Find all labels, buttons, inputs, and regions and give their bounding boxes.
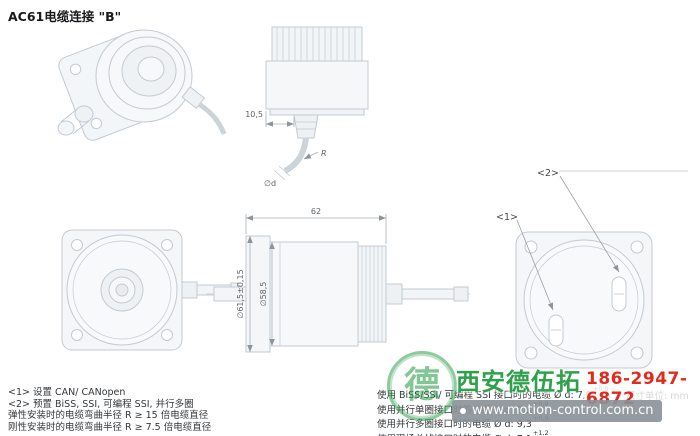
note-tolerance: +0,9 — [532, 414, 549, 423]
dim-bend-radius: R — [321, 149, 327, 158]
note-line-bend-rigid: 刚性安装时的电缆弯曲半径 R ≥ 7.5 倍电缆直径 — [8, 421, 212, 433]
view-rear — [515, 231, 653, 369]
note-label: 使用并行多圈接口时的电缆 Ø d: — [377, 419, 514, 431]
view-front — [61, 229, 239, 351]
dim-pilot-diameter: ∅61,5±0,15 — [236, 269, 245, 318]
note-tolerance: +1,2 — [532, 428, 549, 436]
note-line-cable-biss: 使用 BiSS/SSI/ 可编程 SSI 接口时的电缆 Ø d: 7,9+0,9 — [377, 385, 609, 402]
callout-1: <1> — [496, 212, 518, 223]
dim-cable-diameter: ∅d — [264, 179, 276, 188]
view-side-vertical-dims — [265, 111, 319, 160]
note-tolerance: +0,9 — [532, 399, 549, 408]
dim-gland-offset: 10,5 — [245, 110, 263, 119]
view-side-horizontal — [206, 235, 470, 353]
note-label: 使用并行单圈接口时的电缆 Ø d: — [377, 404, 514, 416]
page-title: AC61电缆连接 "B" — [8, 9, 122, 24]
note-line-cable-parallel-st: 使用并行单圈接口时的电缆 Ø d: 9,3+0,9 — [377, 399, 608, 417]
note-line-cable-fieldbus: 使用现场总线接口时的电缆 Ø d: 7,1+1,2 — [377, 428, 608, 436]
note-line-cable-parallel-mt: 使用并行多圈接口时的电缆 Ø d: 9,3+0,9 — [377, 414, 608, 431]
note-value: 9,3 — [516, 419, 532, 431]
unit-label: 尺寸单位: mm — [626, 391, 689, 402]
view-side-vertical — [265, 26, 369, 181]
note-label: 使用现场总线接口时的电缆 Ø d: — [377, 434, 514, 436]
note-value: 9,3 — [516, 404, 532, 416]
notes-right: 使用 BiSS/SSI/ 可编程 SSI 接口时的电缆 Ø d: 7,9+0,9… — [377, 385, 609, 436]
view-side-horizontal-dims — [245, 214, 387, 352]
dim-body-diameter: ∅58,5 — [259, 282, 268, 307]
note-line-callout-2: <2> 预置 BiSS, SSI, 可编程 SSI, 并行多圈 — [8, 398, 194, 410]
dim-length: 62 — [311, 207, 321, 216]
view-perspective — [57, 29, 227, 141]
note-line-callout-1: <1> 设置 CAN/ CANopen — [8, 387, 126, 398]
callout-2: <2> — [537, 168, 559, 179]
note-line-bend-flexible: 弹性安装时的电缆弯曲半径 R ≥ 15 倍电缆直径 — [8, 410, 209, 421]
note-label: 使用 BiSS/SSI/ 可编程 SSI 接口时的电缆 Ø d: — [377, 390, 574, 402]
note-value: 7,9 — [576, 390, 592, 402]
note-value: 7,1 — [517, 434, 532, 436]
view-rear-callout-leaders — [516, 170, 688, 311]
note-tolerance: +0,9 — [592, 385, 609, 393]
notes-left: <1> 设置 CAN/ CANopen <2> 预置 BiSS, SSI, 可编… — [8, 387, 211, 433]
